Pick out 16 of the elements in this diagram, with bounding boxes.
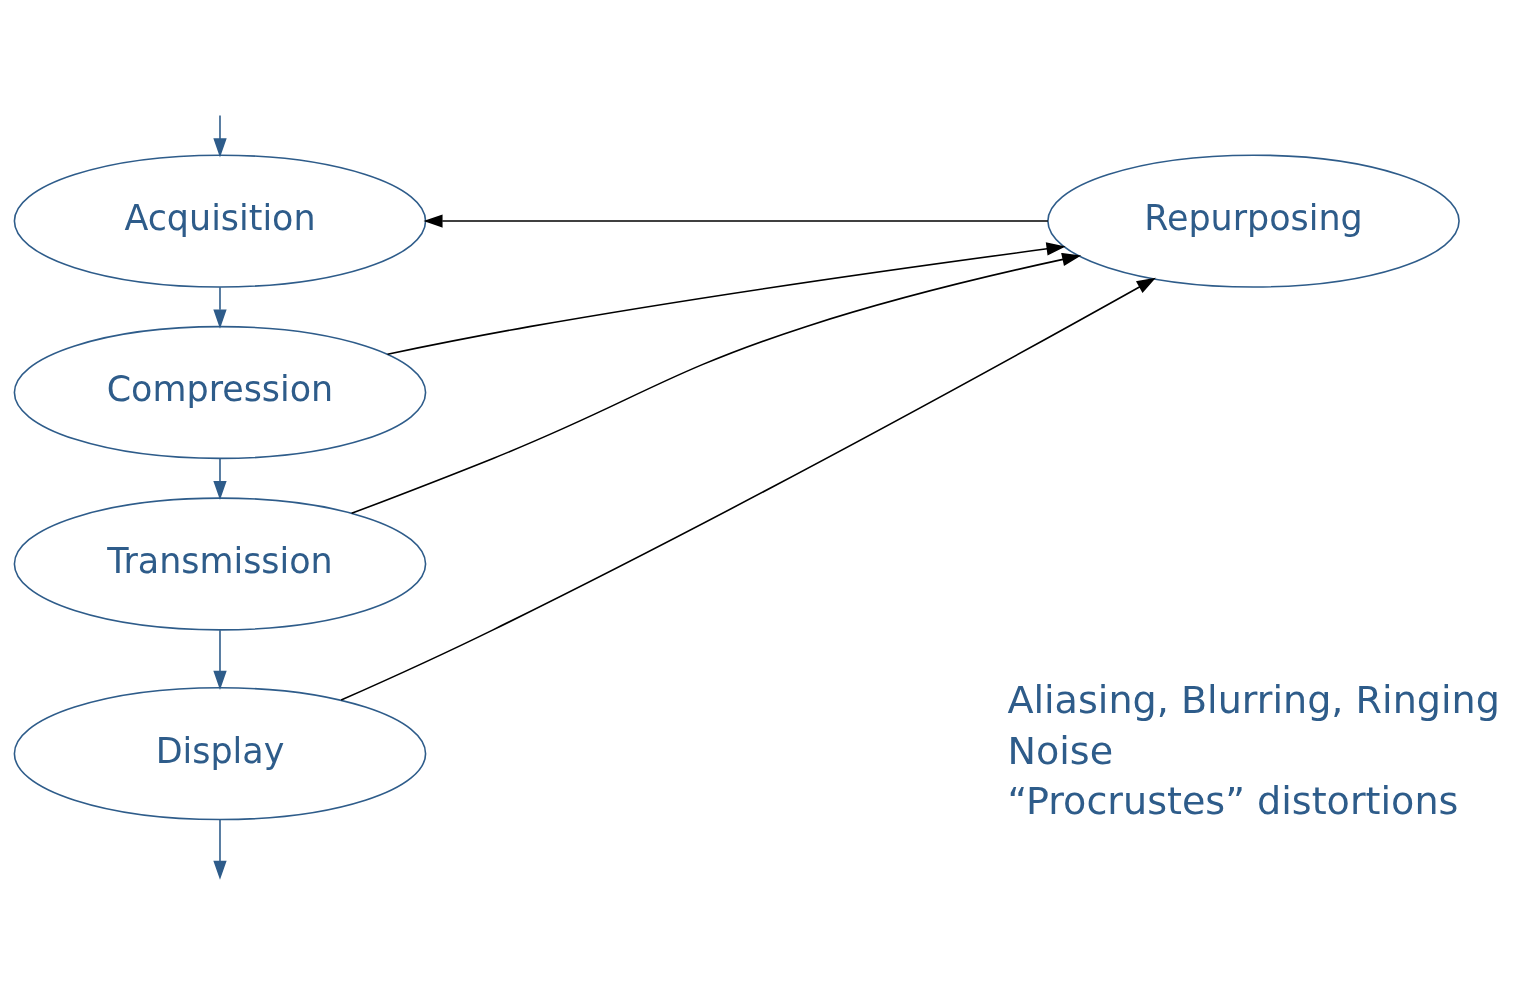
arrow	[213, 629, 227, 690]
label: Aliasing, Blurring, Ringing	[1007, 677, 1500, 722]
arrow	[213, 818, 227, 880]
arrow	[386, 241, 1066, 355]
label: “Procrustes” distortions	[1007, 778, 1459, 823]
node-ellipse: Acquisition	[13, 153, 427, 288]
arrow	[213, 114, 227, 157]
label: Noise	[1007, 728, 1114, 773]
arrow	[213, 457, 227, 500]
node-ellipse: Display	[13, 686, 427, 820]
node-ellipse: Compression	[13, 325, 427, 459]
arrow	[350, 252, 1082, 514]
node-ellipse: Transmission	[13, 496, 427, 631]
arrow	[340, 277, 1156, 701]
arrow	[213, 285, 227, 329]
arrow	[423, 213, 1049, 228]
